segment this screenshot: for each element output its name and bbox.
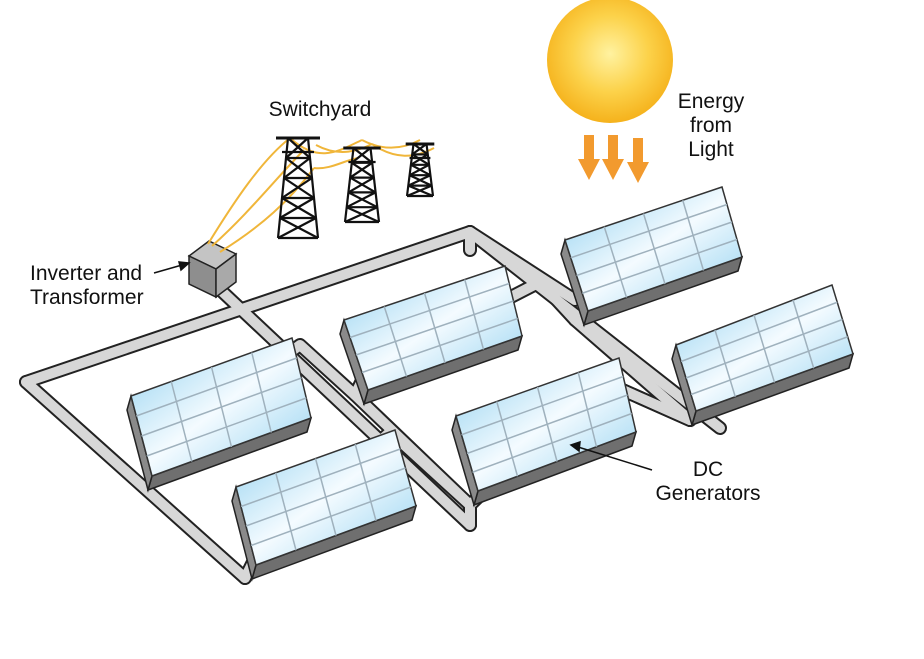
inverter-label-line1: Inverter and (30, 262, 142, 285)
energy-label: Energy from Light (678, 90, 745, 161)
energy-label-line2: from (690, 114, 732, 137)
transmission-tower-icon (405, 142, 435, 198)
panel-grid-line (240, 448, 401, 508)
tower-brace (277, 217, 317, 239)
tower-leg (343, 147, 355, 223)
panel-grid-line (135, 357, 298, 417)
switchyard-label: Switchyard (269, 98, 372, 121)
tower-brace (347, 176, 375, 194)
sun-icon (547, 0, 673, 123)
tower-brace (281, 177, 313, 199)
energy-label-line3: Light (688, 138, 734, 161)
tower-brace (410, 153, 429, 166)
pipe-fill (21, 377, 250, 583)
energy-arrows (578, 135, 649, 183)
pipe-fill (570, 315, 695, 425)
inverter-box-icon (187, 240, 238, 299)
down-arrow-icon (627, 138, 649, 183)
panel-grid-line (576, 221, 733, 277)
pipe-fill (350, 390, 475, 510)
tower-brace (285, 137, 309, 159)
panel-grid-line (685, 318, 843, 379)
panel-grid-line (361, 317, 518, 374)
solar-panel-icon (126, 337, 313, 493)
panel-grid-line (461, 375, 624, 436)
down-arrow-icon (578, 135, 600, 180)
pipe-fill (465, 227, 580, 305)
inverter-label: Inverter and Transformer (30, 262, 144, 309)
solar-panel-icon (339, 265, 524, 407)
panel-grid-line (349, 282, 510, 339)
transmission-tower-icon (276, 136, 320, 240)
tower-brace (351, 147, 372, 164)
panel-grid-line (582, 238, 738, 294)
tower-brace (283, 157, 311, 179)
tower-brace (279, 197, 315, 219)
down-arrow-icon (602, 135, 624, 180)
panel-grid-line (690, 336, 849, 396)
panel-grid-line (680, 301, 838, 363)
tower-brace (283, 177, 315, 199)
solar-array (126, 186, 855, 582)
tower-leg (369, 147, 381, 223)
dc-label-line1: DC (693, 458, 723, 481)
panel-grid-line (250, 486, 412, 547)
panel-grid-line (472, 412, 633, 473)
panel-grid-line (245, 467, 406, 527)
tower-brace (406, 184, 433, 198)
panel-grid-line (141, 377, 302, 437)
panel-grid-line (466, 394, 628, 455)
dc-label-line2: Generators (655, 482, 760, 505)
tower-brace (285, 157, 313, 179)
solar-panel-icon (560, 186, 744, 328)
tower-brace (411, 143, 428, 156)
solar-panel-icon (231, 429, 418, 582)
transmission-tower-icon (343, 146, 381, 224)
tower-leg (306, 137, 320, 239)
dc-generators-label: DC Generators (655, 458, 760, 505)
tower-brace (407, 174, 431, 187)
tower-brace (349, 161, 373, 179)
tower-brace (346, 191, 377, 209)
switchyard-towers (276, 136, 435, 240)
tower-leg (405, 143, 415, 197)
panel-grid-line (570, 203, 728, 259)
tower-brace (344, 206, 378, 224)
pipe-fill (207, 277, 475, 530)
energy-label-line1: Energy (678, 90, 745, 113)
tower-leg (425, 143, 435, 197)
panel-grid-line (146, 397, 307, 457)
leader-lines (153, 261, 653, 471)
transmission-wires (207, 137, 435, 253)
solar-panel-icon (671, 284, 855, 428)
tower-leg (276, 137, 290, 239)
panel-grid-line (355, 300, 514, 356)
solar-panel-icon (451, 357, 638, 508)
tower-brace (287, 137, 311, 159)
tower-brace (409, 163, 430, 177)
inverter-label-line2: Transformer (30, 286, 144, 309)
